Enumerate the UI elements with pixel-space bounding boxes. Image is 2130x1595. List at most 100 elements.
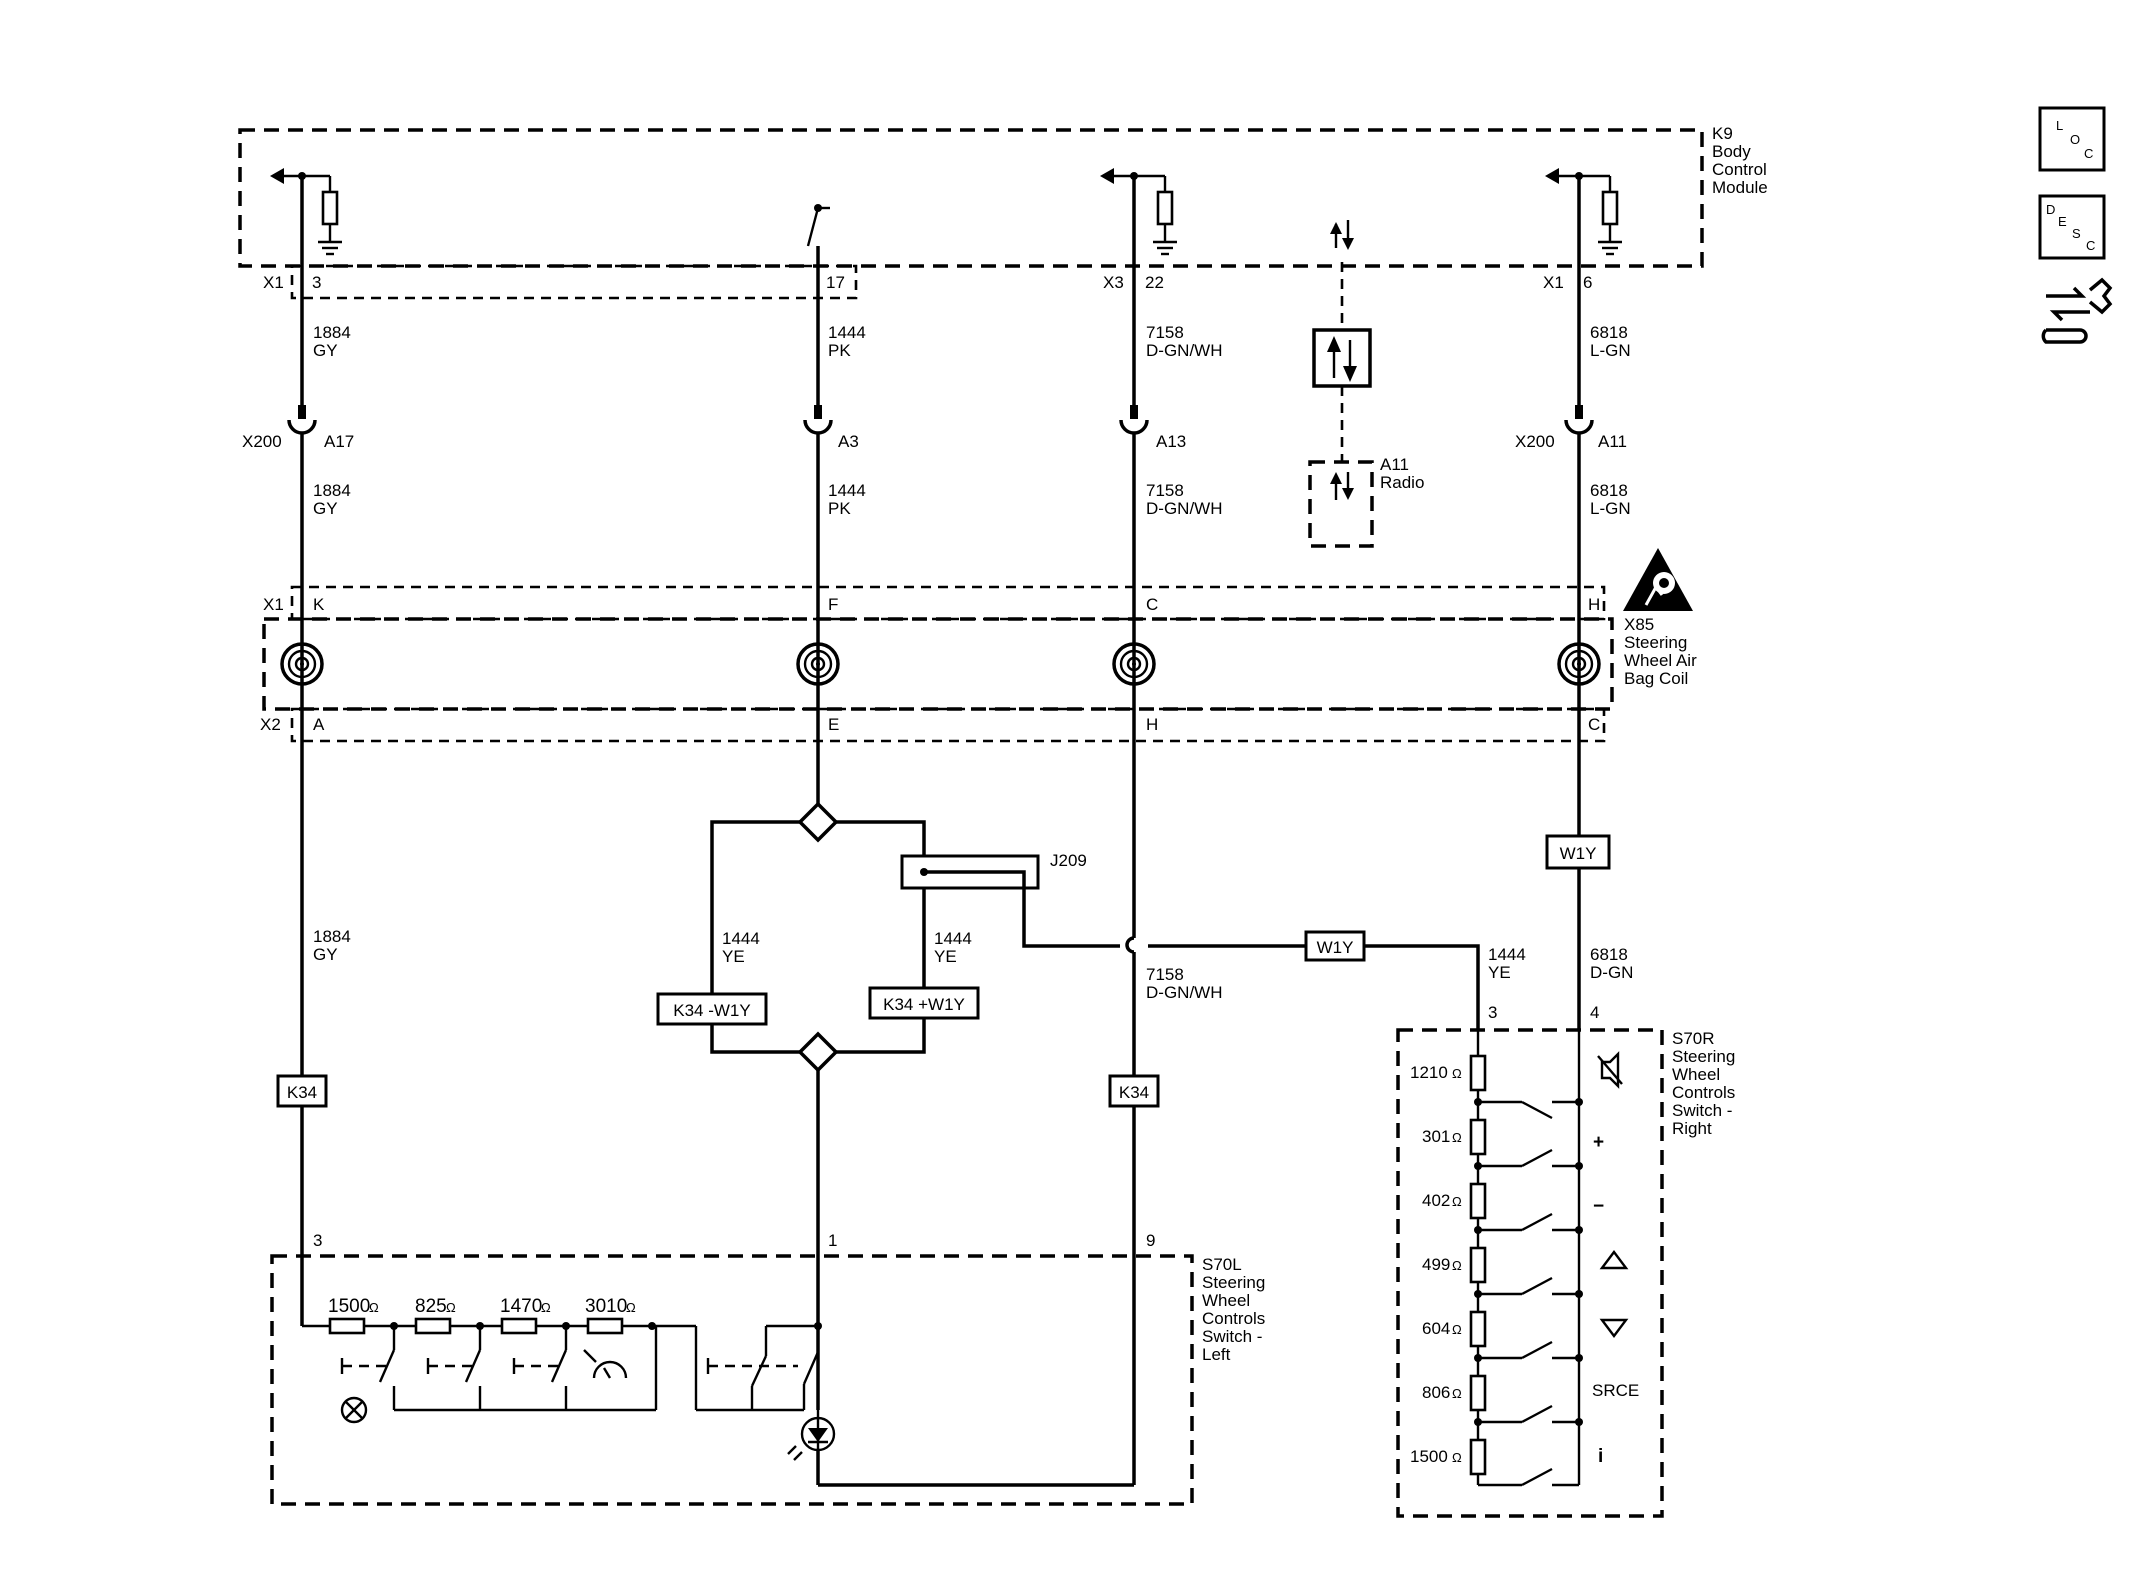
x85-x2-label: X2	[260, 715, 281, 734]
s70r-pin-3: 3	[1488, 1003, 1497, 1022]
clockspring-coils	[280, 642, 1601, 686]
s70l-name-line-2: Wheel	[1202, 1291, 1250, 1310]
w7158-color-c: D-GN/WH	[1146, 983, 1222, 1002]
right-resistor-5: 604	[1422, 1319, 1450, 1338]
left-resistor-3: 1470	[500, 1296, 542, 1317]
x200-connector-symbols	[287, 405, 1594, 435]
right-ohm-3: Ω	[1452, 1194, 1462, 1209]
steering-switch-left: S70L Steering Wheel Controls Switch - Le…	[270, 1231, 1265, 1506]
airbag-name-line-1: Steering	[1624, 633, 1687, 652]
w1884-color-c: GY	[313, 945, 338, 964]
k34-plus-w1y-tag: K34 +W1Y	[868, 986, 980, 1020]
w7158-color-a: D-GN/WH	[1146, 341, 1222, 360]
w6818dgn-color: D-GN	[1590, 963, 1633, 982]
w7158-circuit-c: 7158	[1146, 965, 1184, 984]
s70l-name-line-1: Steering	[1202, 1273, 1265, 1292]
x85-pin-c-top: C	[1146, 595, 1158, 614]
j209-label: J209	[1050, 851, 1087, 870]
right-ohm-2: Ω	[1452, 1130, 1462, 1145]
s70l-name-line-5: Left	[1202, 1345, 1231, 1364]
bcm-x1-label-a: X1	[263, 273, 284, 292]
j209-splice-pack: J209	[900, 851, 1120, 948]
wire-1444-to-s70r: W1Y	[1148, 930, 1480, 1030]
x85-pin-k: K	[313, 595, 325, 614]
seek-down-icon	[1599, 1318, 1629, 1338]
cancel-icon	[340, 1396, 368, 1424]
wire-column-3	[818, 176, 1136, 1487]
s70l-ref: S70L	[1202, 1255, 1242, 1274]
s70l-pin-9: 9	[1146, 1231, 1155, 1250]
airbag-name-line-2: Wheel Air	[1624, 651, 1697, 670]
left-resistor-4: 3010	[585, 1296, 627, 1317]
bcm-name-line-2: Control	[1712, 160, 1767, 179]
s70l-pin-3: 3	[313, 1231, 322, 1250]
radio-name: Radio	[1380, 473, 1424, 492]
right-switch-contacts	[1474, 1098, 1583, 1487]
s70r-name-line-4: Switch -	[1672, 1101, 1732, 1120]
bcm-name-line-1: Body	[1712, 142, 1751, 161]
radio-ref: A11	[1380, 455, 1409, 474]
s70l-name-line-4: Switch -	[1202, 1327, 1262, 1346]
desc-button[interactable]: D E S C	[2038, 194, 2106, 260]
bcm-input-1-symbol	[270, 168, 342, 256]
desc-letter-d: D	[2046, 202, 2055, 217]
right-resistor-3: 402	[1422, 1191, 1450, 1210]
k34-tag-left-label: K34	[287, 1083, 317, 1102]
w7158-color-b: D-GN/WH	[1146, 499, 1222, 518]
left-ohm-4: Ω	[626, 1300, 636, 1315]
s70r-name-line-3: Controls	[1672, 1083, 1735, 1102]
w6818dgn-circuit: 6818	[1590, 945, 1628, 964]
w6818-circuit-b: 6818	[1590, 481, 1628, 500]
x200-label-a: X200	[242, 432, 282, 451]
left-resistor-1: 1500	[328, 1296, 370, 1317]
desc-letter-c: C	[2086, 238, 2095, 253]
bcm-x1-connector-box	[290, 264, 858, 300]
right-resistor-1: 1210	[1410, 1063, 1448, 1082]
k34-minus-w1y-label: K34 -W1Y	[673, 1001, 750, 1020]
loc-button[interactable]: L O C	[2038, 106, 2106, 172]
s70r-name-line-2: Wheel	[1672, 1065, 1720, 1084]
w1884-circuit-b: 1884	[313, 481, 351, 500]
bcm-x1-label-b: X1	[1543, 273, 1564, 292]
loc-letter-o: O	[2070, 132, 2080, 147]
w1884-color-b: GY	[313, 499, 338, 518]
w1444ye-circuit-s70r: 1444	[1488, 945, 1526, 964]
airbag-warning-icon	[1623, 548, 1693, 611]
right-resistor-2: 301	[1422, 1127, 1450, 1146]
s70r-name-line-5: Right	[1672, 1119, 1712, 1138]
w1884-circuit-c: 1884	[313, 927, 351, 946]
w6818-color-a: L-GN	[1590, 341, 1631, 360]
source-label: SRCE	[1592, 1381, 1639, 1400]
k34-tag-right-label: K34	[1119, 1083, 1149, 1102]
x85-pin-e: E	[828, 715, 839, 734]
s70r-pin-4: 4	[1590, 1003, 1599, 1022]
right-ohm-6: Ω	[1452, 1386, 1462, 1401]
repair-wrench-icon[interactable]	[2041, 277, 2113, 344]
x85-pin-c-bot: C	[1588, 715, 1600, 734]
w1444ye-circuit-left: 1444	[722, 929, 760, 948]
k34-minus-w1y-tag: K34 -W1Y	[656, 992, 768, 1026]
bcm-input-3-symbol	[1100, 168, 1177, 256]
desc-letter-s: S	[2072, 226, 2081, 241]
x85-pin-h-top: H	[1588, 595, 1600, 614]
mute-icon	[1597, 1051, 1623, 1089]
w1y-tag-center: W1Y	[1317, 938, 1354, 957]
bcm-pin-17: 17	[826, 273, 845, 292]
x85-pin-a: A	[313, 715, 325, 734]
x200-label-b: X200	[1515, 432, 1555, 451]
bcm-ref: K9	[1712, 124, 1733, 143]
left-ohm-1: Ω	[369, 1300, 379, 1315]
w1884-color-a: GY	[313, 341, 338, 360]
bcm-name-line-3: Module	[1712, 178, 1768, 197]
left-ohm-2: Ω	[446, 1300, 456, 1315]
w1444ye-circuit-right: 1444	[934, 929, 972, 948]
airbag-ref: X85	[1624, 615, 1654, 634]
loc-letter-c: C	[2084, 146, 2093, 161]
bcm-x3-label: X3	[1103, 273, 1124, 292]
w1y-tag-right-label: W1Y	[1560, 844, 1597, 863]
x200-pin-a3: A3	[838, 432, 859, 451]
right-ohm-1: Ω	[1452, 1066, 1462, 1081]
radio-module: A11 Radio	[1308, 455, 1424, 548]
s70l-pin-1: 1	[828, 1231, 837, 1250]
